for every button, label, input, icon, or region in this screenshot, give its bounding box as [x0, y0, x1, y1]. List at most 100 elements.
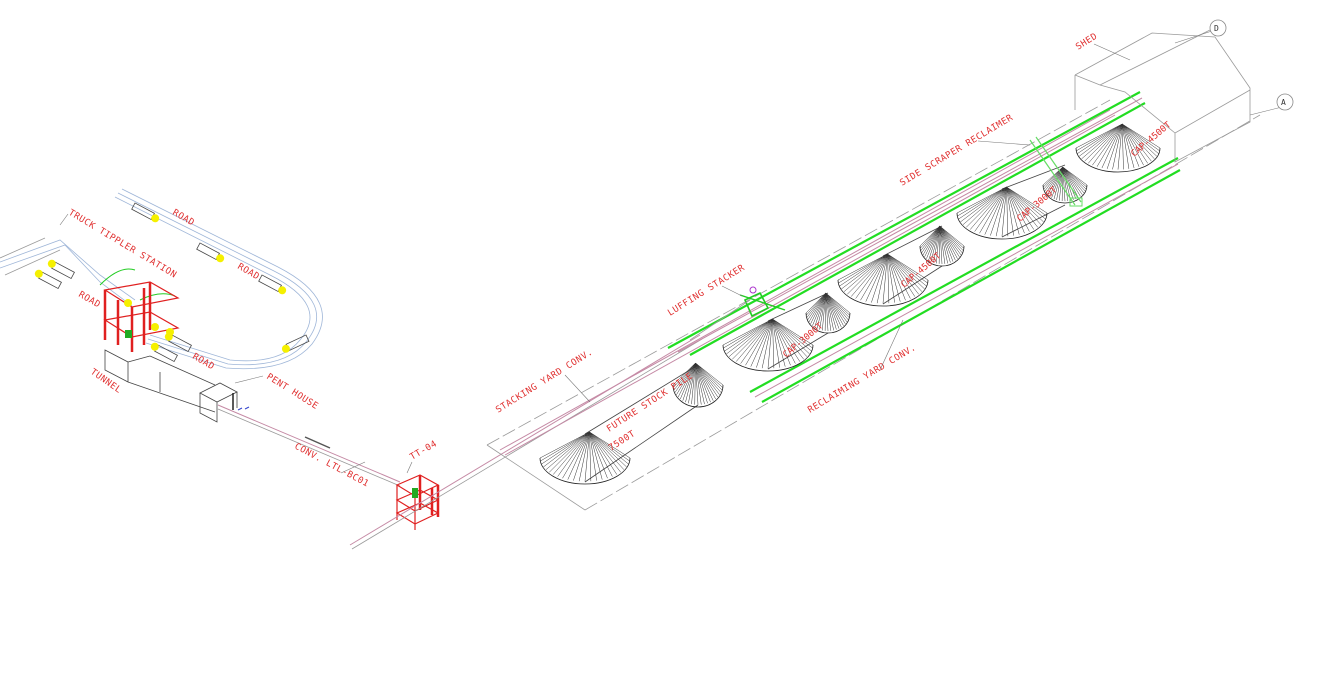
grid-marker-d: D: [1209, 19, 1227, 37]
pile-label: CAP-4500T: [1130, 120, 1174, 159]
pile-hatch-line: [876, 253, 888, 304]
pile-hatch-line: [924, 225, 941, 258]
pile-hatch-line: [1053, 166, 1064, 200]
pile-hatch-line: [887, 253, 916, 297]
pile-hatch-line: [772, 318, 808, 357]
pile-hatch-line: [573, 431, 590, 481]
pile-hatch-line: [930, 225, 941, 262]
pile-hatch-line: [825, 292, 842, 328]
pile-hatch-line: [838, 253, 888, 284]
pile-hatch-line: [825, 292, 840, 329]
pile-hatch-line: [887, 253, 919, 295]
pile-cone: [805, 292, 851, 334]
pile-hatch-line: [814, 292, 827, 328]
pile-hatch-line: [822, 292, 827, 331]
pile-hatch-line: [990, 186, 1007, 236]
pile-hatch-line: [539, 431, 590, 459]
conveyor-ltl-bc01: [217, 404, 401, 487]
pile-hatch-line: [962, 186, 1007, 225]
pile-hatch-line: [1122, 123, 1159, 154]
pile-hatch-line: [1101, 123, 1123, 169]
luffing-stacker: [689, 286, 786, 341]
pile-hatch-line: [812, 292, 827, 326]
pile-hatch-line: [1006, 186, 1042, 225]
pile-hatch-line: [1006, 186, 1048, 214]
pile-ridge: [1001, 164, 1066, 190]
tunnel: [104, 349, 216, 413]
pile-hatch-line: [871, 253, 888, 303]
pile-hatch-line: [939, 225, 951, 263]
pile-hatch-line: [882, 253, 888, 304]
pent-house: [199, 382, 238, 423]
pile-hatch-line: [1006, 186, 1009, 237]
pile-hatch-line: [887, 253, 927, 287]
label-tunnel: TUNNEL: [88, 367, 123, 396]
pile-hatch-line: [806, 292, 826, 318]
pile-hatch-line: [939, 225, 964, 249]
pile-base: [1001, 204, 1066, 238]
label-road: ROAD: [236, 262, 262, 283]
label-transfer-tower: TT-04: [409, 439, 440, 462]
pile-hatch-line: [825, 292, 846, 325]
pile-hatch-line: [589, 431, 603, 480]
pile-hatch-line: [850, 253, 888, 297]
label-road: ROAD: [191, 352, 217, 373]
pile-hatch-line: [1062, 166, 1083, 196]
pile-hatch-line: [1096, 123, 1123, 167]
pile-hatch-line: [843, 253, 888, 292]
pile-hatch-line: [735, 318, 773, 362]
label-pent-house: PENT HOUSE: [264, 372, 319, 412]
truck: [34, 269, 62, 290]
pile-hatch-line: [562, 431, 590, 479]
pile-hatch-line: [695, 362, 723, 391]
pile-hatch-line: [756, 318, 773, 368]
transfer-tower-tt04: [349, 334, 703, 550]
pile-hatch-line: [567, 431, 590, 480]
pile-hatch-line: [745, 318, 773, 366]
pile-cone: [919, 225, 965, 267]
pile-hatch-line: [825, 292, 832, 331]
pile-hatch-line: [1122, 123, 1157, 157]
pile-hatch-line: [772, 318, 814, 346]
pile-hatch-line: [1006, 186, 1030, 232]
pile-hatch-line: [984, 186, 1007, 235]
pile-hatch-line: [772, 318, 791, 366]
pile-hatch-line: [589, 431, 608, 479]
pile-hatch-line: [887, 253, 901, 302]
pile-hatch-line: [1062, 166, 1087, 190]
pile-hatch-line: [772, 318, 813, 349]
pile-hatch-line: [680, 362, 696, 400]
truck-tippler-structure: [99, 268, 180, 352]
pile-hatch-line: [673, 362, 696, 391]
pile-hatch-line: [541, 431, 590, 465]
pile-hatch-line: [1076, 123, 1123, 152]
road-loop: [0, 188, 323, 370]
pile-hatch-line: [810, 292, 827, 325]
pile-hatch-line: [552, 431, 590, 475]
truck: [150, 342, 178, 363]
pile-hatch-line: [589, 431, 630, 462]
pile-hatch-line: [938, 225, 941, 264]
pile-hatch-line: [578, 431, 590, 482]
pile-hatch-line: [887, 253, 925, 290]
pile-hatch-line: [545, 431, 590, 470]
pile-hatch-line: [825, 292, 850, 318]
pile-hatch-line: [1062, 166, 1077, 200]
pile-hatch-line: [1092, 123, 1123, 166]
pile-label: CAP-4500T: [900, 251, 944, 290]
pile-hatch-line: [1062, 166, 1087, 188]
pile-hatch-line: [920, 225, 940, 249]
pile-hatch-line: [1062, 166, 1085, 194]
pile-hatch-line: [921, 225, 941, 254]
side-scraper-reclaimer: [1029, 136, 1083, 207]
pile-hatch-line: [887, 253, 923, 292]
pile-hatch-line: [887, 253, 928, 284]
pile-hatch-line: [772, 318, 801, 362]
pile-base: [882, 265, 943, 305]
pile-hatch-line: [695, 362, 723, 388]
label-road: ROAD: [77, 290, 103, 311]
pile-hatch-line: [1006, 186, 1014, 236]
pile-hatch-line: [887, 253, 911, 299]
pile-hatch-line: [695, 362, 716, 400]
pile-hatch-line: [1106, 123, 1123, 169]
